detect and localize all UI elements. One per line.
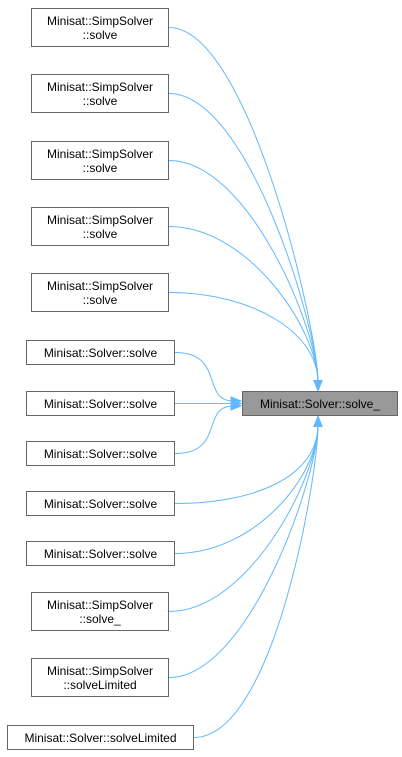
caller-node-11-line-1: Minisat::SimpSolver — [46, 597, 154, 612]
edge-5-arrowhead — [313, 380, 323, 392]
caller-node-1-line-2: ::solve — [82, 27, 118, 42]
node-target-label: Minisat::Solver::solve_ — [259, 396, 381, 411]
edge-13-arrowhead — [313, 415, 323, 427]
caller-node-4-line-1: Minisat::SimpSolver — [46, 212, 154, 227]
caller-node-9[interactable]: Minisat::Solver::solve — [26, 491, 175, 516]
caller-node-4-line-2: ::solve — [82, 226, 118, 241]
caller-node-3-line-2: ::solve — [82, 160, 118, 175]
caller-node-2[interactable]: Minisat::SimpSolver ::solve — [31, 74, 169, 113]
caller-node-3-line-1: Minisat::SimpSolver — [46, 146, 154, 161]
caller-node-6[interactable]: Minisat::Solver::solve — [26, 340, 175, 365]
caller-node-12-line-1: Minisat::SimpSolver — [46, 663, 154, 678]
caller-node-3[interactable]: Minisat::SimpSolver ::solve — [31, 141, 169, 180]
edge-8 — [174, 405, 234, 454]
caller-node-2-line-2: ::solve — [82, 93, 118, 108]
caller-node-7[interactable]: Minisat::Solver::solve — [26, 391, 175, 416]
caller-node-13[interactable]: Minisat::Solver::solveLimited — [7, 725, 194, 750]
edge-3 — [168, 160, 319, 383]
edge-11 — [168, 424, 319, 612]
caller-node-5-line-2: ::solve — [82, 292, 118, 307]
caller-node-8[interactable]: Minisat::Solver::solve — [26, 441, 175, 466]
node-target[interactable]: Minisat::Solver::solve_ — [242, 391, 398, 416]
caller-node-13-label: Minisat::Solver::solveLimited — [24, 730, 177, 745]
caller-node-2-line-1: Minisat::SimpSolver — [46, 79, 154, 94]
caller-node-5[interactable]: Minisat::SimpSolver ::solve — [31, 273, 169, 312]
caller-node-11-line-2: ::solve_ — [79, 611, 121, 626]
caller-node-8-label: Minisat::Solver::solve — [43, 446, 158, 461]
edge-1 — [168, 27, 319, 383]
edge-6 — [174, 352, 234, 402]
edge-4 — [168, 226, 319, 383]
caller-node-6-label: Minisat::Solver::solve — [43, 345, 158, 360]
edge-2 — [168, 93, 319, 383]
caller-node-10-label: Minisat::Solver::solve — [43, 546, 158, 561]
caller-node-12[interactable]: Minisat::SimpSolver ::solveLimited — [31, 658, 169, 697]
caller-node-10[interactable]: Minisat::Solver::solve — [26, 541, 175, 566]
caller-node-12-line-2: ::solveLimited — [63, 677, 137, 692]
caller-node-4[interactable]: Minisat::SimpSolver ::solve — [31, 207, 169, 246]
caller-node-1-line-1: Minisat::SimpSolver — [46, 13, 154, 28]
caller-node-11[interactable]: Minisat::SimpSolver ::solve_ — [31, 592, 169, 631]
edge-10 — [174, 424, 319, 554]
edge-13 — [193, 424, 319, 738]
caller-node-7-label: Minisat::Solver::solve — [43, 396, 158, 411]
edge-9 — [174, 424, 319, 504]
edge-5 — [168, 292, 319, 383]
caller-node-5-line-1: Minisat::SimpSolver — [46, 278, 154, 293]
edge-8-arrowhead — [230, 401, 243, 411]
caller-node-9-label: Minisat::Solver::solve — [43, 496, 158, 511]
edge-12 — [168, 424, 319, 678]
caller-node-1[interactable]: Minisat::SimpSolver ::solve — [31, 8, 169, 47]
